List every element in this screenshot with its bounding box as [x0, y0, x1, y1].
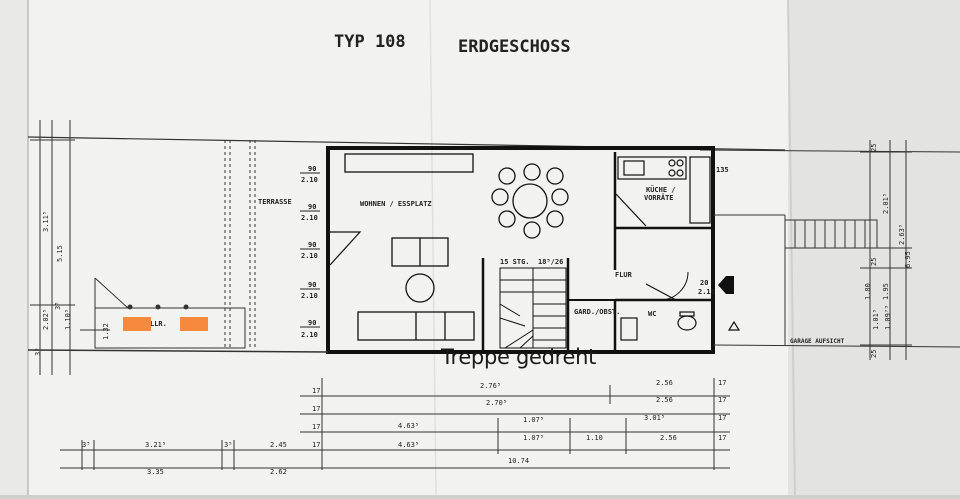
dim-left-2: 5.15 — [56, 245, 64, 262]
window-4-bottom: 2.10 — [301, 292, 318, 300]
dim-r3-e: 17 — [718, 414, 726, 422]
dim-r5-c: 10.74 — [508, 457, 529, 465]
window-2-top: 90 — [308, 203, 316, 211]
room-label-garderobe: GARD./OBST. — [574, 308, 620, 316]
plan-floor-title: ERDGESCHOSS — [458, 37, 571, 57]
dim-left-7: 3⁵ — [34, 348, 42, 356]
staircase — [499, 267, 567, 349]
dim-r3-b: 4.63⁵ — [398, 422, 419, 430]
window-1-bottom: 2.10 — [301, 176, 318, 184]
room-label-ller: LLR. — [150, 320, 167, 328]
window-3-bottom: 2.10 — [301, 252, 318, 260]
left-dimension-chain — [30, 120, 110, 375]
dim-r4-e: 17 — [312, 441, 320, 449]
dim-r4-b: 3.21⁵ — [145, 441, 166, 449]
right-window-label-2: 20 — [700, 279, 708, 287]
dim-r5-b: 2.62 — [270, 468, 287, 476]
room-label-wc: WC — [648, 310, 656, 318]
dim-r4-i: 2.56 — [660, 434, 677, 442]
dim-right-6: 1.01⁵ — [872, 309, 880, 330]
dim-right-1: 2.01⁵ — [882, 193, 890, 214]
room-label-flur: FLUR — [615, 271, 633, 279]
dim-r4-h: 1.10 — [586, 434, 603, 442]
dim-right-9: 25 — [870, 258, 878, 266]
dim-r2-c: 2.56 — [656, 396, 673, 404]
dim-r1-d: 17 — [718, 379, 726, 387]
plan-type-label: TYP 108 — [334, 32, 406, 52]
right-dimension-chain — [860, 140, 912, 360]
window-3-top: 90 — [308, 241, 316, 249]
dim-r4-d: 2.45 — [270, 441, 287, 449]
dining-table — [491, 163, 569, 239]
wc-fixtures — [620, 311, 741, 341]
right-window-label-3: 2.10 — [698, 288, 715, 296]
garage-area — [712, 214, 960, 348]
room-label-terrasse: TERRASSE — [258, 198, 292, 206]
dim-r4-c: 3⁵ — [224, 441, 232, 449]
living-furniture — [344, 153, 475, 341]
room-label-vorraete: VORRÄTE — [644, 193, 674, 202]
window-1-top: 90 — [308, 165, 316, 173]
redaction-mark-left — [123, 317, 151, 331]
dim-left-5: 1.32 — [102, 323, 110, 340]
dim-r2-d: 17 — [718, 396, 726, 404]
dim-r4-g: 1.07⁵ — [523, 434, 544, 442]
dim-left-6: 3⁵ — [54, 302, 62, 310]
redaction-mark-right — [180, 317, 208, 331]
window-5-top: 90 — [308, 319, 316, 327]
kitchen-counter — [617, 156, 711, 224]
dim-r3-a: 17 — [312, 423, 320, 431]
handwritten-annotation: Treppe gedreht — [441, 345, 597, 369]
dim-left-1: 3.11⁵ — [42, 211, 50, 232]
dim-r1-c: 2.56 — [656, 379, 673, 387]
dim-right-8: 25 — [870, 144, 878, 152]
dim-r2-a: 17 — [312, 405, 320, 413]
dim-r1-b: 2.76⁵ — [480, 382, 501, 390]
dim-right-2: 2.63⁵ — [898, 224, 906, 245]
dim-right-3: 1.95 — [882, 283, 890, 300]
dim-r3-d: 3.01⁵ — [644, 414, 665, 422]
dim-r4-a: 3⁵ — [82, 441, 90, 449]
dim-r1-a: 17 — [312, 387, 320, 395]
dim-right-10: 25 — [870, 350, 878, 358]
dim-right-4: 1.80 — [864, 283, 872, 300]
dim-left-4: 1.10⁵ — [64, 309, 72, 330]
terrace — [27, 140, 329, 353]
entrance-arrow-icon — [718, 276, 734, 294]
window-2-bottom: 2.10 — [301, 214, 318, 222]
dim-left-3: 2.02⁵ — [42, 309, 50, 330]
dim-r4-j: 17 — [718, 434, 726, 442]
room-label-garage: GARAGE AUFSICHT — [790, 338, 845, 345]
window-5-bottom: 2.10 — [301, 331, 318, 339]
dim-r5-a: 3.35 — [147, 468, 164, 476]
right-window-label-1: 135 — [716, 166, 729, 174]
window-4-top: 90 — [308, 281, 316, 289]
stair-ratio: 18⁵/26 — [538, 258, 563, 266]
bottom-dimension-lines — [60, 378, 730, 470]
house-walls — [326, 146, 715, 354]
dim-r3-c: 1.07⁵ — [523, 416, 544, 424]
dim-r2-b: 2.70⁵ — [486, 399, 507, 407]
dim-r4-f: 4.63⁵ — [398, 441, 419, 449]
dim-right-5: 6.95 — [904, 251, 912, 268]
stair-label: 15 STG. — [500, 258, 530, 266]
dim-right-7: 1.09⁷⁵ — [884, 305, 892, 330]
room-label-kueche: KÜCHE / — [646, 185, 676, 194]
room-label-wohnen: WOHNEN / ESSPLATZ — [360, 200, 432, 208]
